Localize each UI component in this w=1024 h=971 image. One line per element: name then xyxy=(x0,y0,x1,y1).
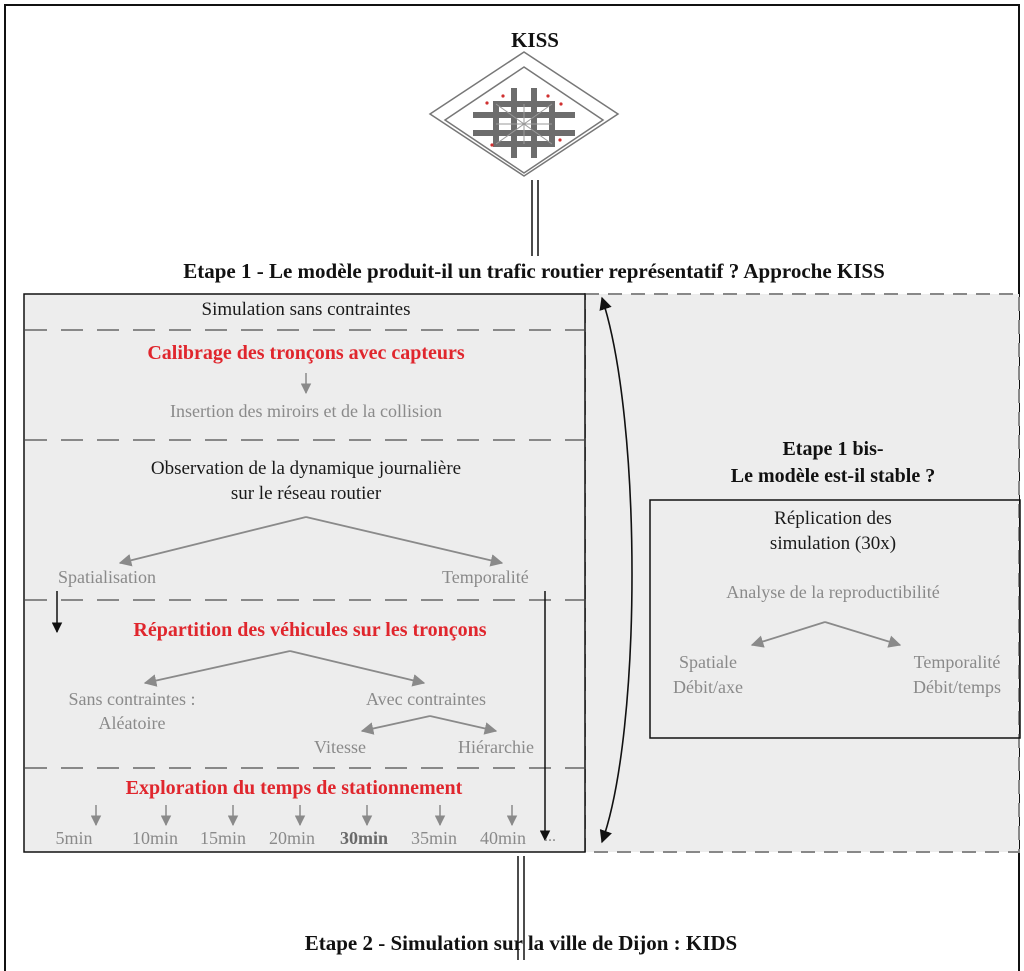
duration-40min: 40min xyxy=(479,828,527,848)
duration-20min: 20min xyxy=(268,828,316,848)
parking-exploration-label: Exploration du temps de stationnement xyxy=(125,777,463,799)
step1bis-title-line2: Le modèle est-il stable ? xyxy=(730,465,936,487)
without-constraints-label: Sans contraintes : xyxy=(68,689,196,709)
duration-more: ... xyxy=(544,828,556,845)
duration-35min: 35min xyxy=(410,828,458,848)
replication-label-line2: simulation (30x) xyxy=(769,533,897,554)
spatial-label: Spatiale xyxy=(679,652,737,672)
kiss-logo xyxy=(428,51,620,177)
speed-label: Vitesse xyxy=(314,737,366,757)
replication-box xyxy=(649,499,1021,739)
duration-30min-highlighted: 30min xyxy=(339,828,389,848)
step1-title: Etape 1 - Le modèle produit-il un trafic… xyxy=(183,259,885,283)
flow-per-time-label: Débit/temps xyxy=(913,677,1001,697)
temporality-label: Temporalité xyxy=(442,567,529,587)
replication-label: Réplication des xyxy=(774,508,892,529)
step2-title: Etape 2 - Simulation sur la ville de Dij… xyxy=(304,931,738,955)
mirrors-collision-label: Insertion des miroirs et de la collision xyxy=(170,401,442,421)
with-constraints-label: Avec contraintes xyxy=(365,689,487,709)
observation-label: Observation de la dynamique journalière xyxy=(150,458,462,479)
kiss-title: KISS xyxy=(511,28,559,52)
step1bis-panel xyxy=(584,293,1020,853)
observation-label-line2: sur le réseau routier xyxy=(230,483,382,504)
spatialisation-label: Spatialisation xyxy=(58,567,156,587)
duration-5min: 5min xyxy=(55,828,93,848)
reproducibility-label: Analyse de la reproductibilité xyxy=(726,582,940,602)
flow-per-axis-label: Débit/axe xyxy=(673,677,743,697)
duration-10min: 10min xyxy=(131,828,179,848)
random-label: Aléatoire xyxy=(98,713,166,733)
temporality-1bis-label: Temporalité xyxy=(913,652,1001,672)
unconstrained-simulation-label: Simulation sans contraintes xyxy=(201,299,411,320)
hierarchy-label: Hiérarchie xyxy=(458,737,534,757)
step1bis-title: Etape 1 bis- xyxy=(782,438,884,460)
duration-15min: 15min xyxy=(199,828,247,848)
vehicle-distribution-label: Répartition des véhicules sur les tronço… xyxy=(133,619,487,641)
calibration-label: Calibrage des tronçons avec capteurs xyxy=(147,342,465,364)
